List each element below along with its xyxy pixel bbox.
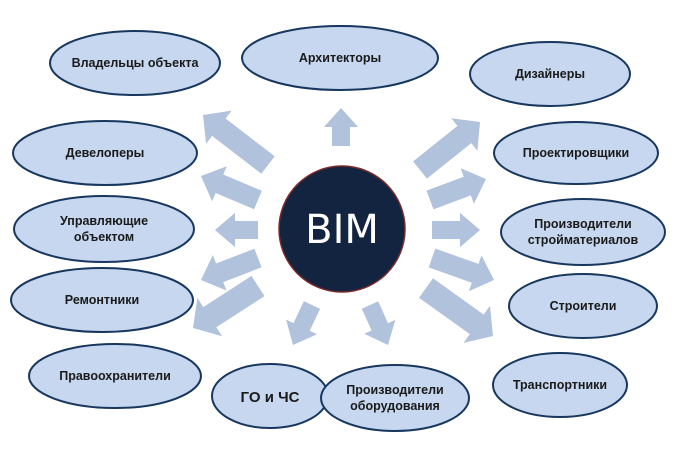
node-ellipse	[320, 364, 470, 432]
node-label: Производители	[534, 217, 631, 231]
node-project-engineers: Проектировщики	[493, 121, 659, 185]
node-label: Ремонтники	[65, 293, 139, 307]
node-label: Правоохранители	[59, 369, 171, 383]
arrow-to-project-engineers	[426, 168, 486, 210]
node-ellipse	[469, 41, 631, 107]
node-repairers: Ремонтники	[10, 267, 194, 333]
arrow-to-law-enforcement	[193, 275, 265, 337]
hub-node: BIM	[278, 165, 406, 293]
node-civil-defense: ГО и ЧС	[211, 363, 329, 429]
arrow-to-civil-defense	[286, 301, 321, 345]
node-label: Проектировщики	[523, 146, 629, 160]
arrow-to-facility-managers	[215, 212, 258, 248]
node-ellipse	[10, 267, 194, 333]
node-ellipse	[500, 198, 666, 266]
node-label: ГО и ЧС	[241, 389, 300, 406]
nodes-layer: Владельцы объекта АрхитекторыДизайнерыДев…	[10, 25, 666, 432]
node-label: оборудования	[350, 399, 440, 413]
arrow-to-material-manufacturers	[432, 212, 480, 248]
node-equipment-manufacturers: Производители оборудования	[320, 364, 470, 432]
node-label: Дизайнеры	[515, 67, 585, 81]
node-transporters: Транспортники	[492, 352, 628, 418]
node-label: Архитекторы	[299, 51, 381, 65]
hub-circle	[278, 165, 406, 293]
node-label: объектом	[74, 230, 134, 244]
node-ellipse	[13, 195, 195, 263]
node-developers: Девелоперы	[12, 120, 198, 186]
node-builders: Строители	[508, 273, 658, 339]
node-ellipse	[12, 120, 198, 186]
node-ellipse	[28, 343, 202, 409]
node-label: Управляющие	[60, 214, 148, 228]
arrows-layer	[193, 108, 494, 345]
node-ellipse	[241, 25, 439, 91]
arrow-to-transporters	[419, 278, 493, 343]
node-ellipse	[49, 30, 221, 96]
node-ellipse	[492, 352, 628, 418]
arrow-to-developers	[201, 166, 262, 210]
arrow-to-repairers	[201, 248, 262, 291]
node-label: Строители	[550, 299, 617, 313]
hub-label: BIM	[305, 207, 379, 253]
node-architects: Архитекторы	[241, 25, 439, 91]
arrow-to-architects	[323, 108, 359, 146]
node-material-manufacturers: Производители стройматериалов	[500, 198, 666, 266]
node-facility-managers: Управляющие объектом	[13, 195, 195, 263]
arrow-to-builders	[428, 248, 494, 292]
node-label: Производители	[346, 383, 443, 397]
node-designers: Дизайнеры	[469, 41, 631, 107]
node-ellipse	[508, 273, 658, 339]
node-law-enforcement: Правоохранители	[28, 343, 202, 409]
node-label: Владельцы объекта	[72, 56, 200, 70]
node-ellipse	[493, 121, 659, 185]
node-label: стройматериалов	[528, 233, 639, 247]
arrow-to-designers	[413, 118, 480, 179]
node-owners: Владельцы объекта	[49, 30, 221, 96]
node-label: Девелоперы	[66, 146, 145, 160]
arrow-to-equipment-manufacturers	[361, 301, 396, 345]
node-label: Транспортники	[513, 378, 607, 392]
arrow-to-owners	[203, 110, 275, 174]
